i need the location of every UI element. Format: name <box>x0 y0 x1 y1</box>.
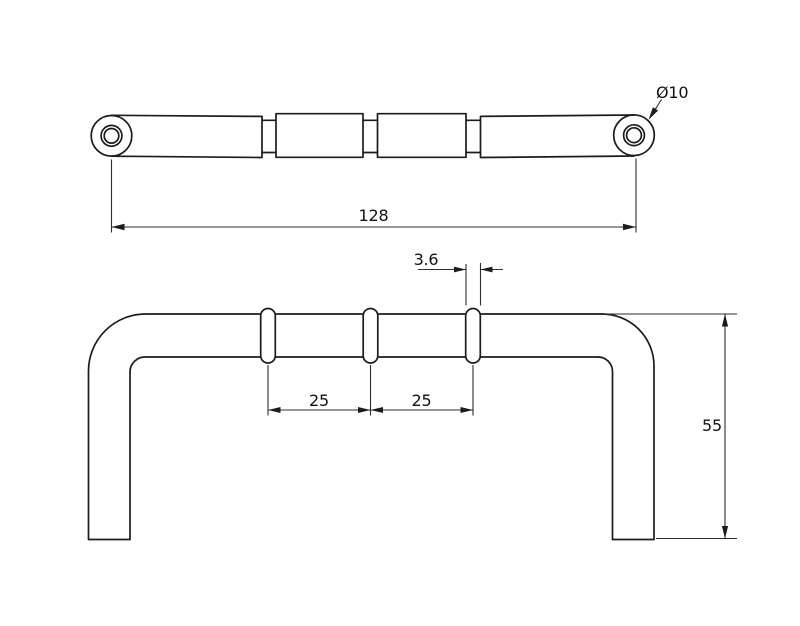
groove-width-dim-label: 3.6 <box>414 250 439 269</box>
front-ring-2 <box>362 307 379 364</box>
spacing-arrow-right-end <box>460 407 473 413</box>
length-extension-lines <box>110 158 637 233</box>
top-view-left-segment <box>110 114 263 159</box>
length-arrow-right <box>623 223 636 231</box>
height-arrow-bottom <box>721 526 729 539</box>
front-right-outer-outline <box>601 313 655 541</box>
spacing-dim-label-1: 25 <box>309 391 329 410</box>
groove-width-arrow-right <box>480 266 493 273</box>
front-ring-1 <box>259 307 277 364</box>
top-view-groove-2 <box>362 119 379 154</box>
dimension-height: 55 <box>604 313 737 540</box>
left-mount-hole <box>90 114 133 157</box>
right-boss-circle <box>612 114 656 157</box>
spacing-extension-lines <box>267 365 474 416</box>
spacing-arrow-mid-right <box>358 407 371 413</box>
front-left-outer-outline <box>87 313 262 541</box>
right-hole-inner-circle <box>625 126 643 144</box>
height-dim-label: 55 <box>702 416 722 435</box>
spacing-arrow-left-end <box>268 407 281 413</box>
front-ring-3 <box>464 307 482 364</box>
height-arrow-top <box>721 314 729 327</box>
groove-width-extension-lines <box>465 263 482 306</box>
front-left-inner-outline <box>129 356 262 541</box>
top-view-mid-segment-1 <box>275 112 364 159</box>
diameter-arrow <box>648 107 659 120</box>
top-view-mid-segment-2 <box>376 112 467 159</box>
dimension-diameter: Ø10 <box>648 83 689 120</box>
length-arrow-left <box>111 223 125 231</box>
right-hole-outer-circle <box>622 123 646 147</box>
left-hole-outer-circle <box>100 124 123 148</box>
top-view-right-segment <box>479 114 635 159</box>
left-boss-circle <box>90 114 133 157</box>
front-view: 3.6 25 25 55 <box>87 250 737 541</box>
top-view: 128 Ø10 <box>90 83 689 233</box>
dimension-groove-spacing: 25 25 <box>267 365 474 416</box>
right-mount-hole <box>612 114 656 157</box>
top-view-groove-1 <box>261 119 277 154</box>
dimension-groove-width: 3.6 <box>414 250 503 306</box>
top-view-groove-3 <box>465 119 482 154</box>
front-right-inner-outline <box>597 356 614 541</box>
diameter-dim-label: Ø10 <box>656 83 688 102</box>
length-dim-label: 128 <box>359 206 389 225</box>
left-hole-inner-circle <box>103 127 120 144</box>
groove-width-arrow-left <box>454 266 466 273</box>
dimension-length: 128 <box>110 158 637 233</box>
height-extension-lines <box>604 313 737 540</box>
spacing-dim-label-2: 25 <box>412 391 432 410</box>
spacing-arrow-mid-left <box>370 407 383 413</box>
